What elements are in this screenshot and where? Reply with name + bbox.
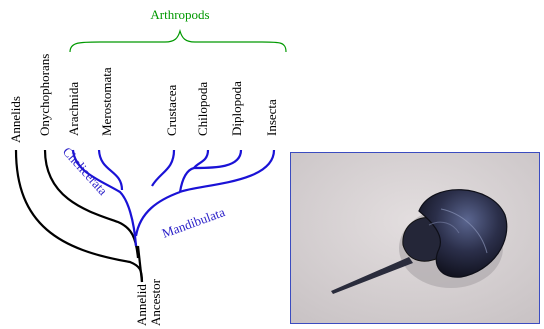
taxon-label-onychophorans: Onychophorans [37, 54, 52, 136]
branch-insecta [180, 150, 274, 192]
clade-label-mandibulata: Mandibulata [160, 204, 227, 241]
taxon-label-arachnida: Arachnida [66, 82, 81, 136]
horseshoe-crab-image [291, 153, 539, 323]
taxon-label-diplopoda: Diplopoda [229, 81, 244, 136]
clade-label-chelicerata: Chelicerata [60, 144, 111, 198]
horseshoe-crab-photo [290, 152, 540, 324]
taxon-label-annelids: Annelids [8, 96, 23, 143]
root-label-ancestor: Ancestor [148, 278, 163, 326]
arthropods-label: Arthropods [150, 7, 209, 22]
arthropods-brace [70, 31, 286, 52]
taxon-label-chilopoda: Chilopoda [195, 82, 210, 136]
branch-root-stem [138, 246, 142, 282]
branch-chilopoda [194, 150, 208, 168]
taxon-label-insecta: Insecta [264, 99, 279, 136]
taxon-label-merostomata: Merostomata [99, 67, 114, 136]
branch-crustacea [152, 150, 174, 186]
taxon-label-crustacea: Crustacea [164, 85, 179, 136]
root-label-annelid: Annelid [134, 284, 149, 326]
